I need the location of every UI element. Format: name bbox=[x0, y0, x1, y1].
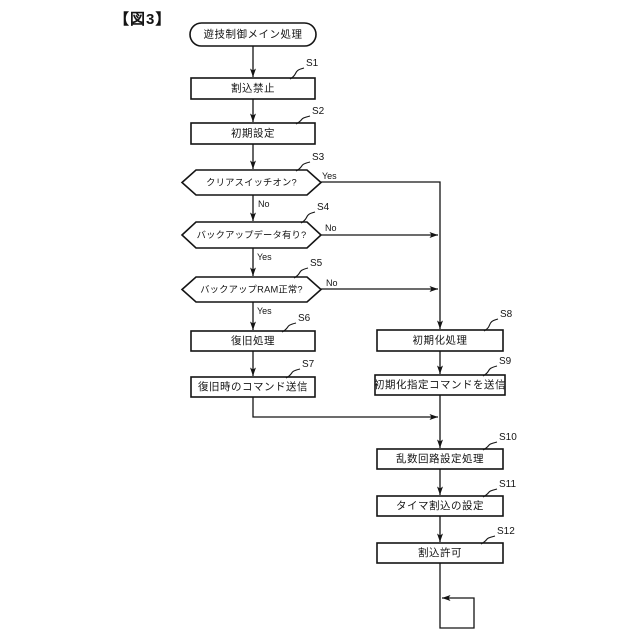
arrowhead-s1-to-s2 bbox=[250, 113, 256, 122]
step-label-s9: S9 bbox=[499, 356, 512, 367]
arrowhead-main-loop bbox=[442, 595, 451, 601]
step-leader-s1 bbox=[289, 67, 305, 80]
edge-main-loop bbox=[439, 563, 475, 629]
step-label-s4: S4 bbox=[317, 202, 330, 213]
node-label-start: 遊技制御メイン処理 bbox=[204, 28, 303, 41]
arrowhead-s5-no-to-line bbox=[429, 286, 438, 292]
step-label-s1: S1 bbox=[306, 58, 319, 69]
node-label-s11: タイマ割込の設定 bbox=[396, 499, 484, 512]
node-label-s6: 復旧処理 bbox=[231, 334, 275, 347]
step-label-s3: S3 bbox=[312, 152, 325, 163]
step-label-s7: S7 bbox=[302, 359, 315, 370]
branch-label-s5-yes-to-s6: Yes bbox=[257, 306, 272, 316]
node-label-s10: 乱数回路設定処理 bbox=[396, 452, 484, 465]
node-label-s4: バックアップデータ有り? bbox=[197, 229, 307, 240]
step-leader-s9 bbox=[482, 365, 498, 377]
step-leader-s7 bbox=[285, 368, 301, 379]
step-label-s6: S6 bbox=[298, 313, 311, 324]
arrowhead-s10-to-s11 bbox=[437, 486, 443, 495]
step-leader-s10 bbox=[482, 441, 498, 451]
arrowhead-start-to-s1 bbox=[250, 68, 256, 77]
arrowhead-s4-no-to-line bbox=[429, 232, 438, 238]
step-leader-s8 bbox=[483, 318, 499, 332]
branch-label-s5-no-to-line: No bbox=[326, 278, 338, 288]
step-label-s2: S2 bbox=[312, 106, 325, 117]
branch-label-s3-no-to-s4: No bbox=[258, 199, 270, 209]
branch-label-s4-yes-to-s5: Yes bbox=[257, 252, 272, 262]
node-label-s7: 復旧時のコマンド送信 bbox=[198, 380, 308, 393]
step-label-s10: S10 bbox=[499, 432, 517, 443]
node-label-s9: 初期化指定コマンドを送信 bbox=[374, 378, 506, 391]
step-leader-s6 bbox=[281, 322, 297, 333]
arrowhead-s4-yes-to-s5 bbox=[250, 267, 256, 276]
step-leader-s12 bbox=[480, 535, 496, 545]
step-label-s5: S5 bbox=[310, 258, 323, 269]
step-label-s12: S12 bbox=[497, 526, 515, 537]
step-leader-s4 bbox=[300, 211, 316, 224]
branch-label-s4-no-to-line: No bbox=[325, 223, 337, 233]
step-label-s11: S11 bbox=[499, 479, 516, 490]
step-leader-s11 bbox=[482, 488, 498, 498]
arrowhead-s5-yes-to-s6 bbox=[250, 321, 256, 330]
node-label-s5: バックアップRAM正常? bbox=[200, 284, 303, 295]
node-label-s3: クリアスイッチオン? bbox=[206, 178, 297, 188]
node-label-s1: 割込禁止 bbox=[231, 82, 275, 95]
arrowhead-s9-to-s10 bbox=[437, 439, 443, 448]
node-label-s8: 初期化処理 bbox=[413, 334, 468, 347]
edge-s3-yes-to-s8 bbox=[321, 181, 441, 329]
arrowhead-s3-yes-to-s8 bbox=[437, 320, 443, 329]
arrowhead-s7-to-join bbox=[429, 414, 438, 420]
arrowhead-s6-to-s7 bbox=[250, 367, 256, 376]
arrowhead-s3-no-to-s4 bbox=[250, 212, 256, 221]
branch-label-s3-yes-to-s8: Yes bbox=[322, 171, 337, 181]
figure-title: 【図3】 bbox=[114, 10, 171, 28]
arrowhead-s11-to-s12 bbox=[437, 533, 443, 542]
arrowhead-s2-to-s3 bbox=[250, 160, 256, 169]
step-leader-s2 bbox=[295, 115, 311, 125]
node-label-s2: 初期設定 bbox=[231, 127, 275, 140]
step-leader-s5 bbox=[293, 267, 309, 279]
arrowhead-s8-to-s9 bbox=[437, 365, 443, 374]
edge-s7-to-join bbox=[252, 397, 438, 418]
step-label-s8: S8 bbox=[500, 309, 513, 320]
step-leader-s3 bbox=[295, 161, 311, 172]
node-label-s12: 割込許可 bbox=[418, 546, 462, 559]
